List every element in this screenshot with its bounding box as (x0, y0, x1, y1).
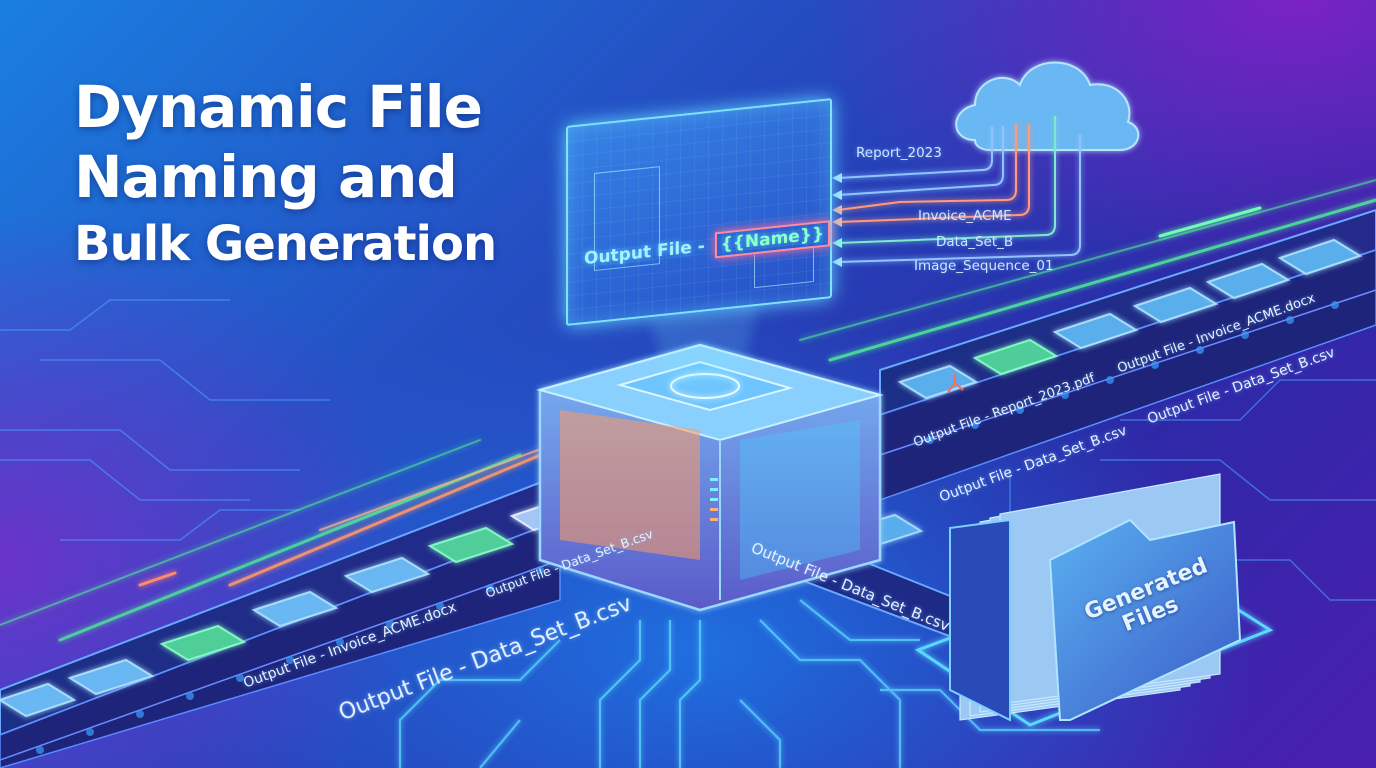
source-label-dataset: Data_Set_B (936, 234, 1014, 250)
filename-template-panel: Output File - {{Name}} (566, 98, 832, 327)
title-line-3: Bulk Generation (74, 216, 497, 272)
page-title: Dynamic File Naming and Bulk Generation (74, 73, 497, 272)
title-line-2: Naming and (74, 143, 458, 211)
folder-label: Generated Files (1081, 553, 1211, 649)
processing-cube-icon (536, 343, 884, 612)
folder-icon (1048, 518, 1242, 721)
generated-files-folder: Generated Files (948, 500, 1240, 710)
document-icon (0, 682, 77, 718)
cloud-icon (955, 61, 1140, 151)
source-label-report: Report_2023 (856, 145, 942, 161)
source-label-invoice: Invoice_ACME (918, 208, 1012, 224)
pdf-icon (947, 374, 964, 393)
source-label-image-sequence: Image_Sequence_01 (914, 258, 1054, 274)
title-line-1: Dynamic File (74, 73, 483, 141)
